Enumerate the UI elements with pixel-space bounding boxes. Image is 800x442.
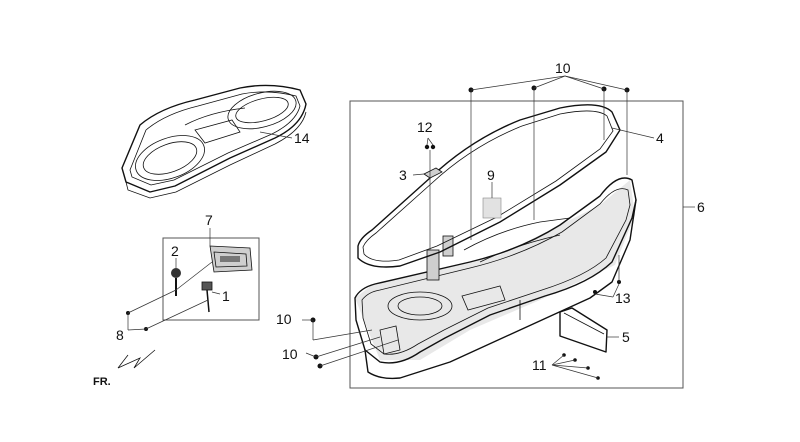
callout-1: 1 xyxy=(222,288,230,304)
callout-10-left-upper: 10 xyxy=(276,311,292,327)
callout-11: 11 xyxy=(532,357,547,373)
direction-label: FR. xyxy=(93,376,111,388)
callout-10-top: 10 xyxy=(555,60,571,76)
callout-6: 6 xyxy=(697,199,705,215)
storage-box-part xyxy=(354,177,637,380)
callout-12: 12 xyxy=(417,119,433,135)
callout-13: 13 xyxy=(615,290,631,306)
callout-5: 5 xyxy=(622,329,630,345)
callout-9: 9 xyxy=(487,167,495,183)
callout-3: 3 xyxy=(399,167,407,183)
screw-parts-8 xyxy=(126,311,148,331)
bolt-parts-12 xyxy=(424,144,436,150)
inset-frame-6 xyxy=(349,100,684,389)
key-part xyxy=(201,281,213,313)
lock-cylinder-part xyxy=(171,268,181,296)
direction-arrow xyxy=(117,349,156,369)
seat-mat-part xyxy=(121,84,307,199)
callout-8: 8 xyxy=(116,327,124,343)
clip-part xyxy=(423,167,443,179)
callout-10-left-lower: 10 xyxy=(282,346,298,362)
inset-frame-7 xyxy=(162,237,260,321)
leader-lines xyxy=(127,75,695,379)
gasket-rim-part xyxy=(357,104,621,268)
callout-2: 2 xyxy=(171,243,179,259)
lock-housing-part xyxy=(209,245,253,273)
callout-14: 14 xyxy=(294,130,310,146)
label-sticker-part xyxy=(482,197,502,219)
callout-4: 4 xyxy=(656,130,664,146)
callout-7: 7 xyxy=(205,212,213,228)
plate-part xyxy=(559,307,608,353)
